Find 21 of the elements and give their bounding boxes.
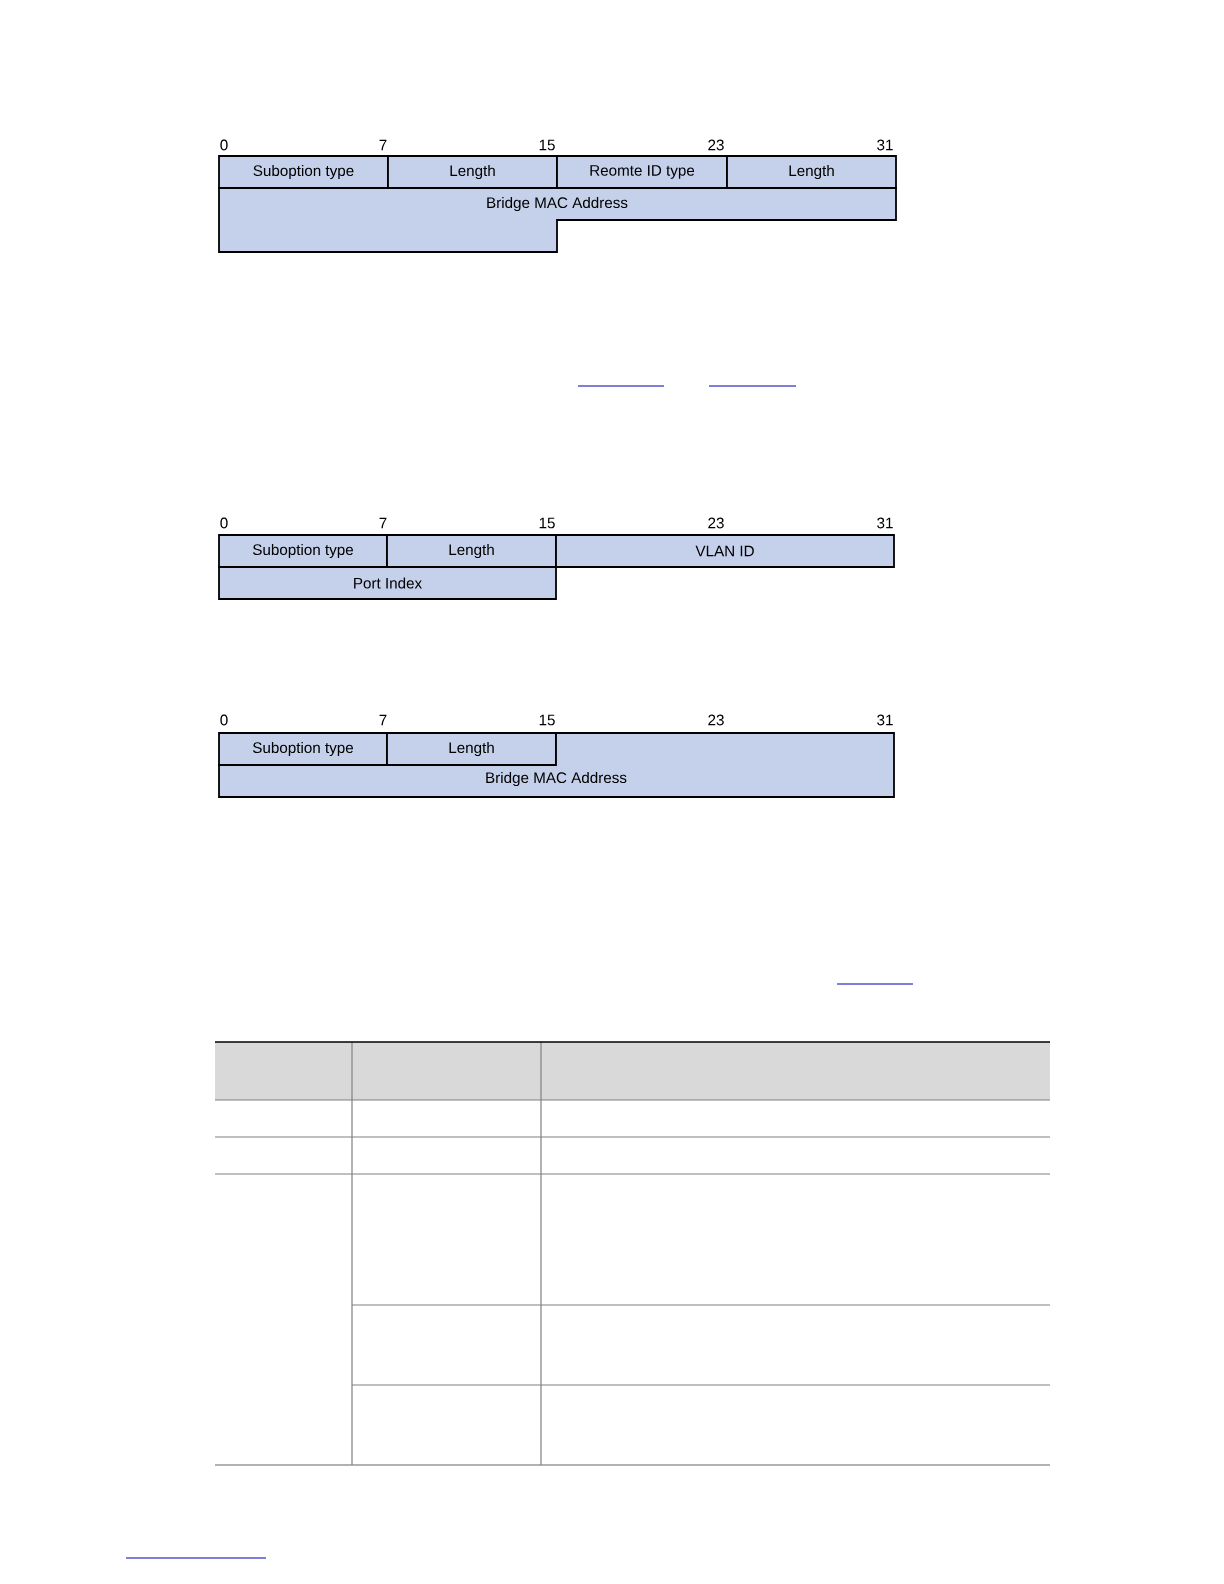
bit-number: 15 (539, 517, 555, 529)
field-box: Suboption type (218, 155, 389, 189)
bit-number: 7 (379, 714, 387, 726)
bit-number: 0 (220, 139, 228, 151)
field-box: Length (386, 732, 557, 766)
bit-number: 15 (539, 139, 555, 151)
field-box: Port Index (218, 566, 557, 600)
bit-number: 15 (539, 714, 555, 726)
bit-number: 0 (220, 517, 228, 529)
bit-number: 0 (220, 714, 228, 726)
field-box: Suboption type (218, 732, 388, 766)
field-box: VLAN ID (555, 534, 895, 568)
field-box: Suboption type (218, 534, 388, 568)
bit-number: 31 (877, 139, 893, 151)
field-box: Length (386, 534, 557, 568)
bit-number: 23 (708, 139, 724, 151)
bit-number: 7 (379, 139, 387, 151)
field-box: Reomte ID type (556, 155, 728, 189)
bit-number: 7 (379, 517, 387, 529)
field-box: Length (726, 155, 897, 189)
field-box: Length (387, 155, 558, 189)
